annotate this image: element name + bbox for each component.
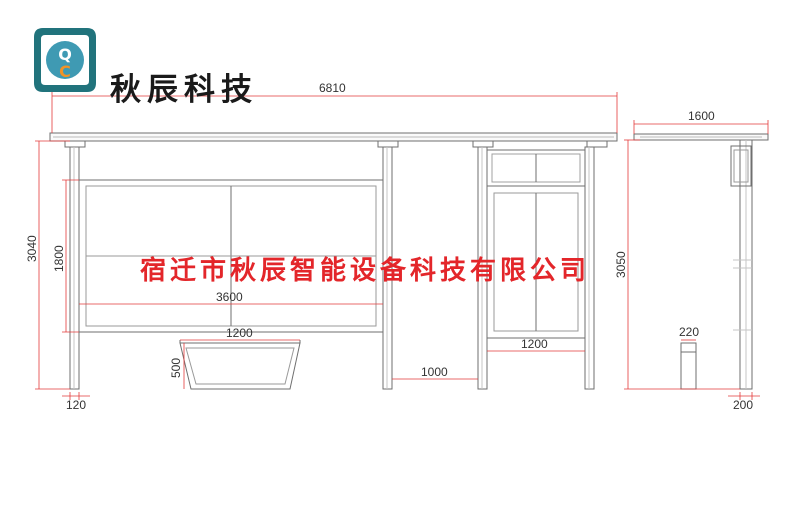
dim-panel-height: 1800 bbox=[52, 245, 66, 272]
dim-panel-width: 3600 bbox=[216, 290, 243, 304]
ad-panel bbox=[78, 179, 384, 333]
roof bbox=[49, 132, 618, 148]
company-watermark: 宿迁市秋辰智能设备科技有限公司 bbox=[140, 256, 591, 286]
dim-total-width: 6810 bbox=[319, 81, 346, 95]
dim-bench-height: 500 bbox=[169, 358, 183, 378]
dim-side-post-width: 200 bbox=[733, 398, 753, 412]
trash-bin bbox=[680, 342, 697, 390]
dim-side-width: 1600 bbox=[688, 109, 715, 123]
dim-bin-width: 220 bbox=[679, 325, 699, 339]
dimension-lines bbox=[35, 92, 769, 400]
side-box bbox=[730, 145, 752, 187]
dim-gap-width: 1000 bbox=[421, 365, 448, 379]
dim-post-width: 120 bbox=[66, 398, 86, 412]
bench bbox=[179, 340, 301, 390]
logo-letter-q: Q bbox=[58, 45, 72, 64]
company-logo: Q C bbox=[33, 27, 97, 93]
dim-right-height: 3050 bbox=[614, 251, 628, 278]
dim-left-height: 3040 bbox=[25, 235, 39, 262]
side-view bbox=[633, 133, 769, 390]
info-cabinet bbox=[486, 149, 586, 339]
dim-cabinet-width: 1200 bbox=[521, 337, 548, 351]
dim-bench-width: 1200 bbox=[226, 326, 253, 340]
logo-letter-c: C bbox=[59, 62, 71, 81]
brand-name: 秋辰科技 bbox=[110, 72, 258, 108]
front-posts bbox=[69, 146, 595, 390]
